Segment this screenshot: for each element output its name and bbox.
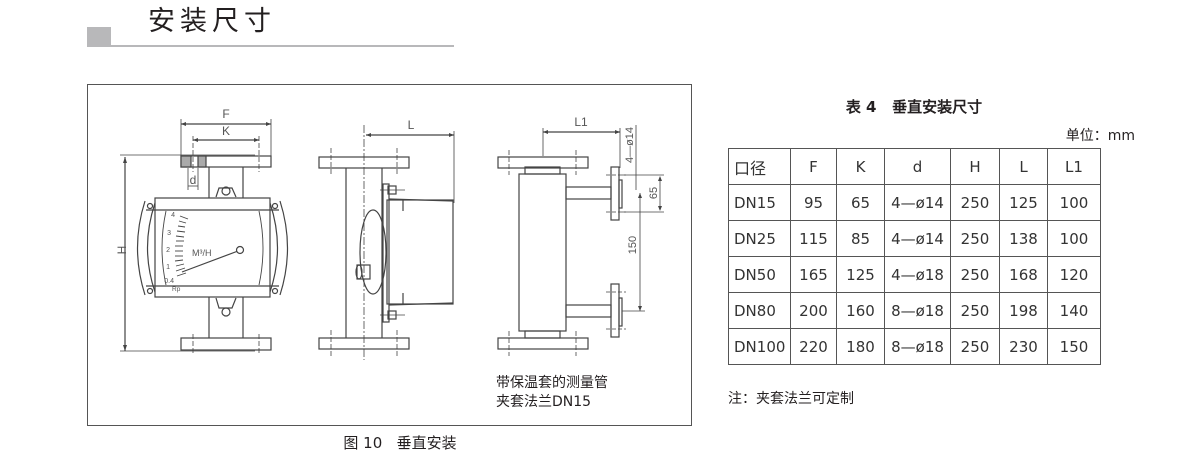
header-cell-l: L (999, 148, 1048, 185)
jacket-view: L1 4—ø14 65 (497, 115, 664, 356)
bottom-flange (180, 337, 272, 351)
header-cell-f: F (790, 148, 837, 185)
table-row: DN15 95 65 4—ø14 250 125 100 (728, 184, 1101, 221)
table-cell: 4—ø14 (884, 220, 951, 257)
table-cell: 100 (1047, 220, 1101, 257)
table-cell: 198 (999, 292, 1048, 329)
table-cell: 65 (836, 184, 885, 221)
table-cell: 160 (836, 292, 885, 329)
label-150: 150 (627, 236, 639, 254)
table-cell: 115 (790, 220, 837, 257)
gauge-scale (174, 215, 189, 277)
dimension-table: 口径 F K d H L L1 DN15 95 65 4—ø14 250 125… (728, 148, 1101, 365)
installation-drawing: F K d H (115, 107, 664, 360)
table-cell: DN25 (728, 220, 791, 257)
table-cell: 250 (950, 328, 1000, 365)
label-k: K (222, 124, 230, 138)
front-view: F K d H (115, 107, 289, 354)
section-marker (87, 27, 111, 46)
table-cell: 230 (999, 328, 1048, 365)
table-cell: 95 (790, 184, 837, 221)
gauge-tick-2: 2 (166, 247, 170, 254)
header-cell-l1: L1 (1047, 148, 1101, 185)
table-cell: 125 (836, 256, 885, 293)
figure-caption: 图 10 垂直安装 (343, 434, 457, 452)
section-rule (87, 45, 454, 47)
gauge-tick-1: 1 (166, 264, 170, 271)
figure-note-line-1: 带保温套的测量管 (496, 375, 608, 391)
table-cell: DN50 (728, 256, 791, 293)
table-row: DN80 200 160 8—ø18 250 198 140 (728, 292, 1101, 329)
table-cell: 168 (999, 256, 1048, 293)
gauge-rp-label: Rp (172, 286, 181, 293)
table-cell: 250 (950, 184, 1000, 221)
gauge-tick-0-4: 0.4 (164, 278, 174, 285)
table-cell: 4—ø14 (884, 184, 951, 221)
table-cell: 250 (950, 256, 1000, 293)
table-unit: 单位：mm (1065, 128, 1135, 144)
label-l1: L1 (574, 115, 588, 129)
table-cell: 8—ø18 (884, 292, 951, 329)
table-note: 注：夹套法兰可定制 (728, 391, 854, 407)
table-row: DN100 220 180 8—ø18 250 230 150 (728, 328, 1101, 365)
table-cell: DN15 (728, 184, 791, 221)
header-cell-bore: 口径 (728, 148, 791, 185)
table-cell: 125 (999, 184, 1048, 221)
table-header-row: 口径 F K d H L L1 (728, 148, 1101, 185)
table-cell: 4—ø18 (884, 256, 951, 293)
table-cell: 120 (1047, 256, 1101, 293)
table-cell: 100 (1047, 184, 1101, 221)
figure-frame (87, 84, 692, 426)
table-cell: 220 (790, 328, 837, 365)
table-cell: 140 (1047, 292, 1101, 329)
table-cell: DN80 (728, 292, 791, 329)
label-h: H (115, 246, 129, 255)
jacket-body (518, 173, 567, 332)
table-cell: 8—ø18 (884, 328, 951, 365)
gauge-housing (154, 197, 271, 298)
table-cell: 180 (836, 328, 885, 365)
table-row: DN50 165 125 4—ø18 250 168 120 (728, 256, 1101, 293)
label-65: 65 (648, 187, 660, 199)
table-row: DN25 115 85 4—ø14 250 138 100 (728, 220, 1101, 257)
header-cell-d: d (884, 148, 951, 185)
table-cell: 250 (950, 220, 1000, 257)
table-cell: 250 (950, 292, 1000, 329)
table-cell: 85 (836, 220, 885, 257)
figure-note: 带保温套的测量管 夹套法兰DN15 (496, 374, 608, 412)
table-cell: 200 (790, 292, 837, 329)
gauge-tick-3: 3 (167, 230, 171, 237)
figure-note-line-2: 夹套法兰DN15 (496, 394, 592, 410)
label-bolt-spec: 4—ø14 (624, 127, 636, 163)
top-flange (180, 155, 272, 168)
table-cell: 138 (999, 220, 1048, 257)
side-view: L (318, 118, 455, 360)
gauge-pointer (181, 250, 239, 273)
table-caption: 表 4 垂直安装尺寸 (845, 98, 983, 116)
table-cell: 165 (790, 256, 837, 293)
gauge-unit-label: M³/H (192, 248, 212, 258)
table-cell: 150 (1047, 328, 1101, 365)
section-title: 安装尺寸 (148, 6, 276, 37)
label-f: F (222, 107, 229, 121)
label-l: L (408, 118, 415, 132)
gauge-tick-4: 4 (171, 212, 175, 219)
header-cell-h: H (950, 148, 1000, 185)
header-cell-k: K (836, 148, 885, 185)
label-d: d (190, 173, 197, 187)
table-cell: DN100 (728, 328, 791, 365)
